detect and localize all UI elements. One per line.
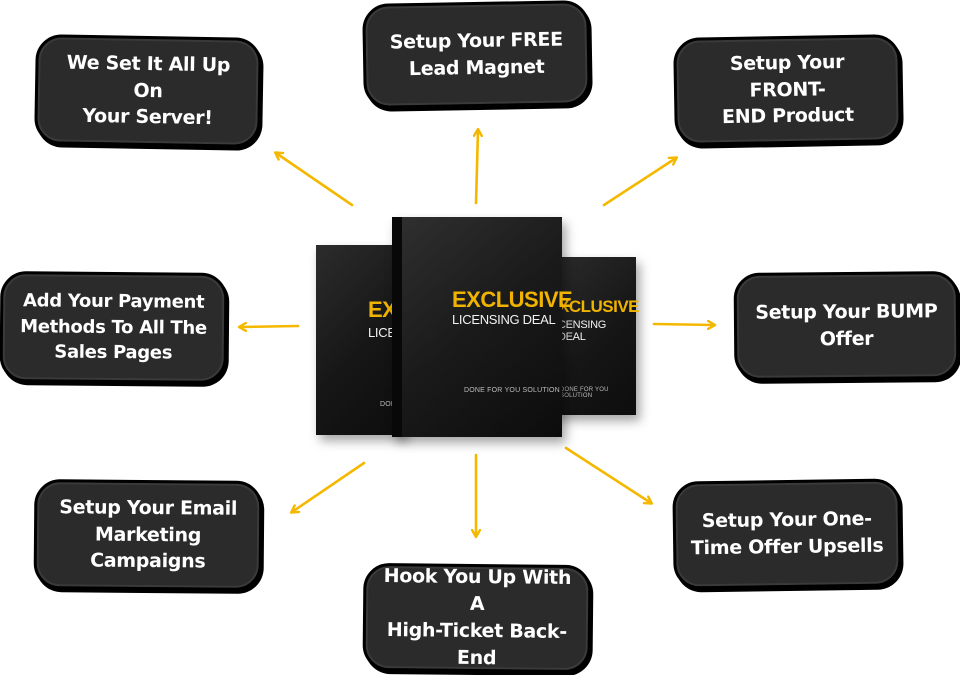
box-front-subtitle: LICENSING DEAL	[452, 312, 556, 327]
node-payment-methods: Add Your Payment Methods To All The Sale…	[0, 271, 228, 384]
box-front-spine	[392, 217, 402, 437]
node-back-end: Hook You Up With A High-Ticket Back-End	[362, 562, 592, 674]
product-box-front: EXCLUSIVE LICENSING DEAL DONE FOR YOU SO…	[392, 217, 573, 437]
arrow-to-payment	[240, 326, 300, 327]
node-bump-offer-text: Setup Your BUMP Offer	[755, 300, 938, 351]
box-right-brand: XCLUSIVE	[558, 297, 640, 316]
node-one-time-offer: Setup Your One- Time Offer Upsells	[672, 478, 902, 590]
product-box-left: EXC LICE DONE	[316, 245, 412, 435]
box-right-tagline: DONE FOR YOU SOLUTION	[560, 387, 609, 399]
box-left-subtitle: LICE	[368, 325, 396, 340]
arrow-to-email	[292, 461, 366, 512]
node-server-setup: We Set It All Up On Your Server!	[34, 34, 262, 148]
node-payment-methods-text: Add Your Payment Methods To All The Sale…	[20, 290, 207, 364]
product-box-group: EXC LICE DONE XCLUSIVE CENSING DEAL DONE…	[314, 215, 640, 440]
box-left-tagline: DONE	[380, 401, 402, 408]
node-one-time-offer-text: Setup Your One- Time Offer Upsells	[690, 507, 884, 560]
node-front-end-product: Setup Your FRONT- END Product	[673, 34, 902, 146]
arrow-to-lead-magnet	[476, 130, 478, 205]
node-lead-magnet: Setup Your FREE Lead Magnet	[362, 0, 591, 109]
node-back-end-text: Hook You Up With A High-Ticket Back-End	[383, 565, 572, 670]
arrow-to-server	[276, 153, 354, 207]
box-front-brand: EXCLUSIVE	[452, 287, 573, 312]
node-bump-offer: Setup Your BUMP Offer	[733, 271, 960, 381]
node-server-setup-text: We Set It All Up On Your Server!	[66, 51, 231, 130]
product-box-right: XCLUSIVE CENSING DEAL DONE FOR YOU SOLUT…	[550, 257, 640, 415]
arrow-to-one-time-offer	[564, 446, 651, 503]
arrow-to-bump	[652, 324, 714, 325]
node-lead-magnet-text: Setup Your FREE Lead Magnet	[389, 28, 563, 80]
box-front-tagline: DONE FOR YOU SOLUTION	[464, 387, 560, 394]
box-right-subtitle: CENSING DEAL	[558, 319, 607, 343]
node-front-end-product-text: Setup Your FRONT- END Product	[721, 50, 855, 129]
arrow-to-front-end	[602, 158, 676, 207]
node-email-campaigns-text: Setup Your Email Marketing Campaigns	[59, 495, 238, 573]
node-email-campaigns: Setup Your Email Marketing Campaigns	[33, 479, 263, 591]
